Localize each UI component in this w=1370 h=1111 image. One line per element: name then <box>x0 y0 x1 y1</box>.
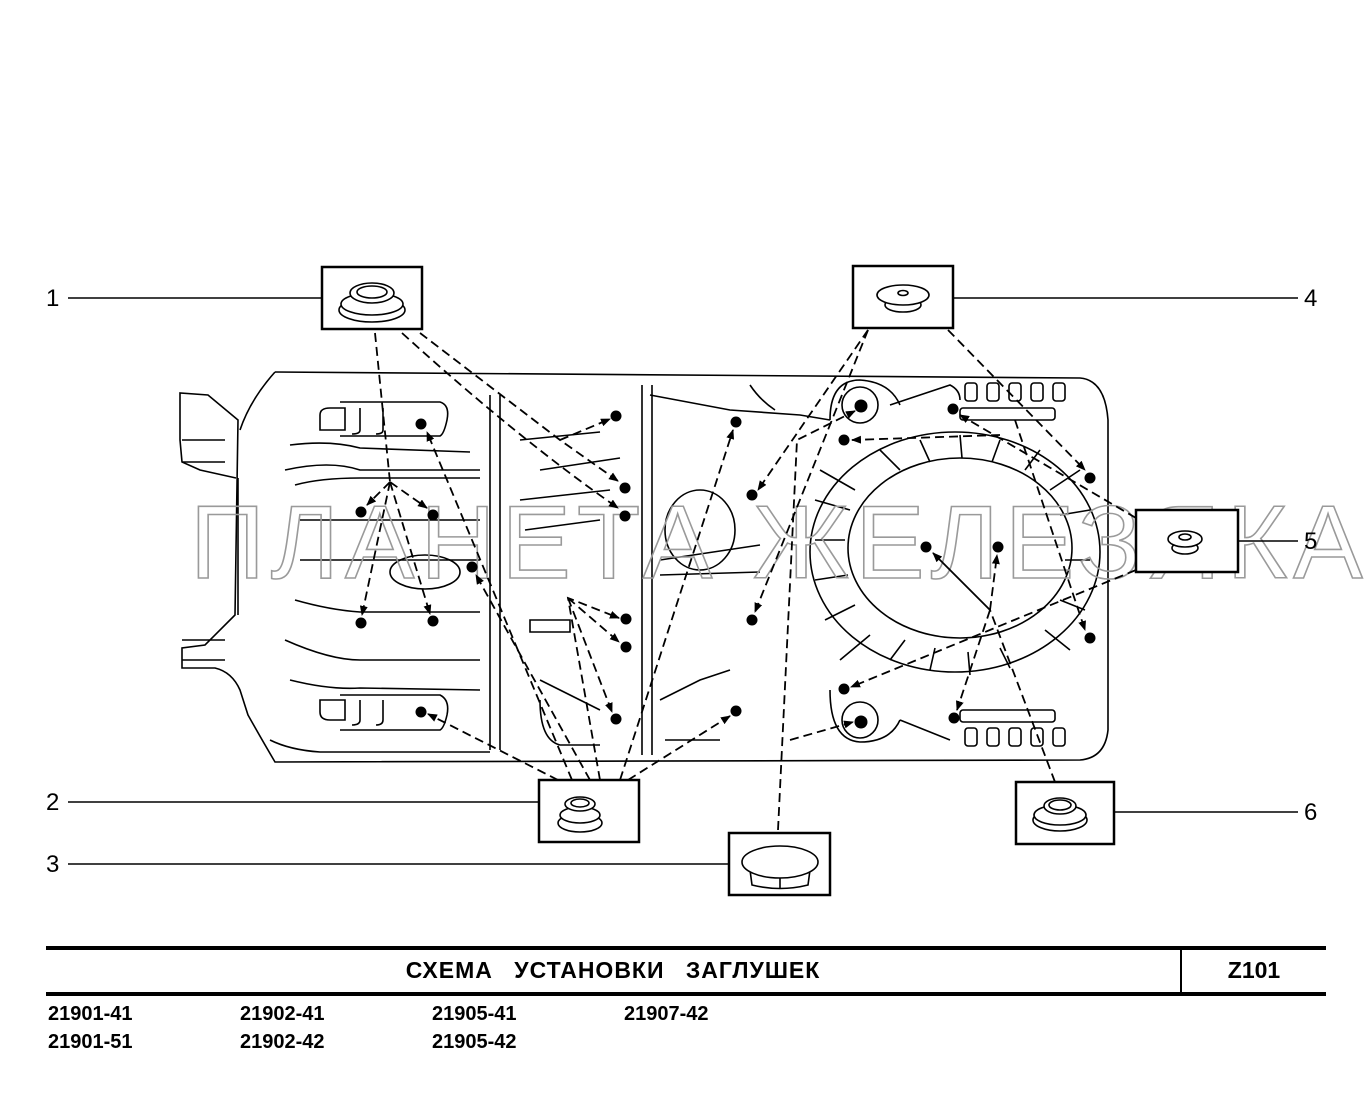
plug-icon <box>876 284 930 313</box>
leader-lines <box>359 329 1137 831</box>
grommet-icon <box>338 282 406 323</box>
model-code: 21907-42 <box>624 1003 709 1025</box>
callout-6: 6 <box>1304 799 1318 826</box>
part-box-5 <box>1134 508 1240 574</box>
model-code: 21901-41 <box>48 1003 133 1025</box>
callout-4: 4 <box>1304 285 1318 312</box>
callout-2: 2 <box>46 789 60 816</box>
floor-plug-diagram: ПЛАНЕТА ЖЕЛЕЗЯКА <box>68 264 1363 897</box>
diagram-code: Z101 <box>1227 957 1281 983</box>
callout-1: 1 <box>46 285 60 312</box>
grommet-icon <box>557 796 603 833</box>
title-divider <box>1180 950 1182 992</box>
grommet-icon <box>1032 797 1088 832</box>
diagram-title: СХЕМА УСТАНОВКИ ЗАГЛУШЕК <box>405 957 821 983</box>
model-code: 21902-41 <box>240 1003 325 1025</box>
model-code: 21901-51 <box>48 1031 133 1053</box>
part-box-3 <box>727 831 832 897</box>
model-code: 21905-42 <box>432 1031 517 1053</box>
model-code: 21902-42 <box>240 1031 325 1053</box>
callout-lines <box>68 297 1298 865</box>
part-box-4 <box>851 264 955 330</box>
plug-locations <box>355 399 1096 729</box>
part-box-6 <box>1014 780 1116 846</box>
model-code: 21905-41 <box>432 1003 517 1025</box>
cap-plug-icon <box>741 845 819 890</box>
part-box-2 <box>537 778 641 844</box>
callout-3: 3 <box>46 851 60 878</box>
callout-5: 5 <box>1304 528 1318 555</box>
part-box-1 <box>320 265 424 331</box>
title-block: СХЕМА УСТАНОВКИ ЗАГЛУШЕК Z101 <box>46 946 1326 996</box>
small-plug-icon <box>1167 530 1203 555</box>
car-floor-outline <box>179 371 1109 763</box>
